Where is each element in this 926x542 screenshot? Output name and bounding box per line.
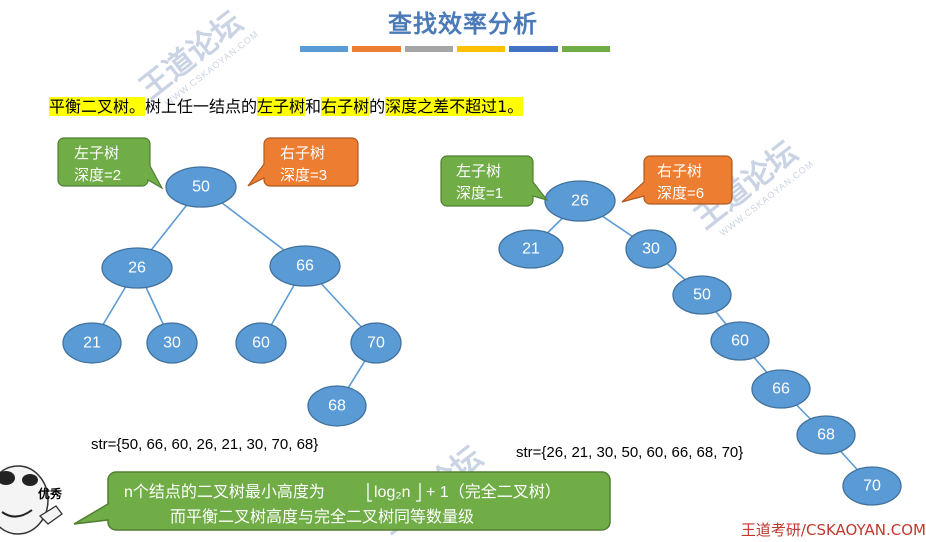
callout-left-subtree-depth-1: 左子树 深度=1 bbox=[440, 155, 549, 207]
svg-text:左子树: 左子树 bbox=[456, 163, 501, 180]
svg-text:60: 60 bbox=[731, 333, 749, 350]
svg-text:左子树: 左子树 bbox=[74, 145, 119, 162]
tree-node: 21 bbox=[498, 229, 564, 269]
svg-text:26: 26 bbox=[571, 193, 589, 210]
svg-text:深度=1: 深度=1 bbox=[456, 185, 503, 202]
tree-node: 30 bbox=[625, 229, 677, 269]
color-bar bbox=[300, 46, 349, 52]
definition-text: 树上任一结点的 bbox=[145, 97, 258, 116]
color-bar bbox=[404, 46, 453, 52]
svg-text:66: 66 bbox=[772, 381, 790, 398]
meme-label: 优秀 bbox=[38, 486, 63, 501]
conclusion-formula: log₂n bbox=[374, 484, 410, 501]
svg-text:21: 21 bbox=[83, 335, 101, 352]
color-bar bbox=[509, 46, 558, 52]
definition-text: 的 bbox=[369, 97, 386, 116]
svg-text:68: 68 bbox=[328, 398, 346, 415]
title-color-bars bbox=[300, 46, 610, 52]
left-tree-nodes: 50 26 66 21 30 60 70 68 bbox=[62, 166, 402, 427]
svg-text:21: 21 bbox=[522, 241, 540, 258]
svg-text:右子树: 右子树 bbox=[657, 163, 702, 180]
tree-node: 60 bbox=[710, 321, 770, 361]
callout-left-subtree-depth-2: 左子树 深度=2 bbox=[57, 137, 164, 190]
tree-node: 70 bbox=[350, 322, 402, 364]
tree-node: 60 bbox=[235, 322, 287, 364]
tree-node: 50 bbox=[672, 275, 732, 315]
svg-text:60: 60 bbox=[252, 335, 270, 352]
tree-node: 26 bbox=[101, 247, 173, 289]
bottom-conclusion-callout: n个结点的二叉树最小高度为 log₂n + 1（完全二叉树） 而平衡二叉树高度与… bbox=[73, 471, 611, 531]
svg-text:深度=3: 深度=3 bbox=[280, 167, 327, 184]
svg-text:68: 68 bbox=[817, 427, 835, 444]
svg-text:30: 30 bbox=[163, 335, 181, 352]
right-subtree-term: 右子树 bbox=[321, 97, 370, 116]
svg-text:70: 70 bbox=[863, 478, 881, 495]
right-tree-nodes: 26 21 30 50 60 66 68 70 bbox=[498, 180, 902, 506]
tree-node: 26 bbox=[544, 180, 616, 222]
left-tree-edges bbox=[91, 186, 377, 407]
conclusion-line2: 而平衡二叉树高度与完全二叉树同等数量级 bbox=[170, 508, 474, 526]
callout-right-subtree-depth-6: 右子树 深度=6 bbox=[621, 155, 733, 205]
depth-difference-term: 深度之差不超过1。 bbox=[385, 97, 524, 116]
svg-text:70: 70 bbox=[367, 335, 385, 352]
svg-text:深度=2: 深度=2 bbox=[74, 167, 121, 184]
color-bar bbox=[456, 46, 506, 52]
callout-right-subtree-depth-3: 右子树 深度=3 bbox=[247, 137, 359, 187]
svg-text:深度=6: 深度=6 bbox=[657, 185, 704, 202]
color-bar bbox=[561, 46, 610, 52]
svg-text:50: 50 bbox=[693, 287, 711, 304]
right-insertion-sequence: str={26, 21, 30, 50, 60, 66, 68, 70} bbox=[516, 444, 743, 461]
definition-term: 平衡二叉树。 bbox=[49, 97, 146, 116]
footer-brand: 王道考研/CSKAOYAN.COM bbox=[740, 521, 926, 539]
tree-node: 66 bbox=[269, 245, 341, 287]
left-subtree-term: 左子树 bbox=[257, 97, 306, 116]
page-title: 查找效率分析 bbox=[388, 10, 538, 38]
svg-text:30: 30 bbox=[642, 241, 660, 258]
tree-node: 50 bbox=[165, 166, 237, 208]
tree-node: 70 bbox=[842, 466, 902, 506]
tree-node: 30 bbox=[146, 322, 198, 364]
panda-meme-image: 优秀 bbox=[0, 465, 63, 535]
svg-text:n个结点的二叉树最小高度为: n个结点的二叉树最小高度为 bbox=[124, 483, 325, 501]
tree-node: 21 bbox=[62, 322, 122, 364]
color-bar bbox=[352, 46, 401, 52]
svg-text:66: 66 bbox=[296, 258, 314, 275]
left-insertion-sequence: str={50, 66, 60, 26, 21, 30, 70, 68} bbox=[91, 436, 318, 453]
conclusion-prefix: n个结点的二叉树最小高度为 bbox=[124, 483, 325, 501]
svg-text:50: 50 bbox=[192, 179, 210, 196]
tree-node: 68 bbox=[796, 415, 856, 455]
tree-node: 66 bbox=[751, 369, 811, 409]
balanced-tree-definition: 平衡二叉树。树上任一结点的左子树和右子树的深度之差不超过1。 bbox=[49, 93, 524, 117]
definition-text: 和 bbox=[305, 97, 322, 116]
tree-node: 68 bbox=[307, 385, 367, 427]
svg-text:右子树: 右子树 bbox=[280, 145, 325, 162]
conclusion-suffix: + 1（完全二叉树） bbox=[426, 483, 561, 501]
svg-text:26: 26 bbox=[128, 260, 146, 277]
